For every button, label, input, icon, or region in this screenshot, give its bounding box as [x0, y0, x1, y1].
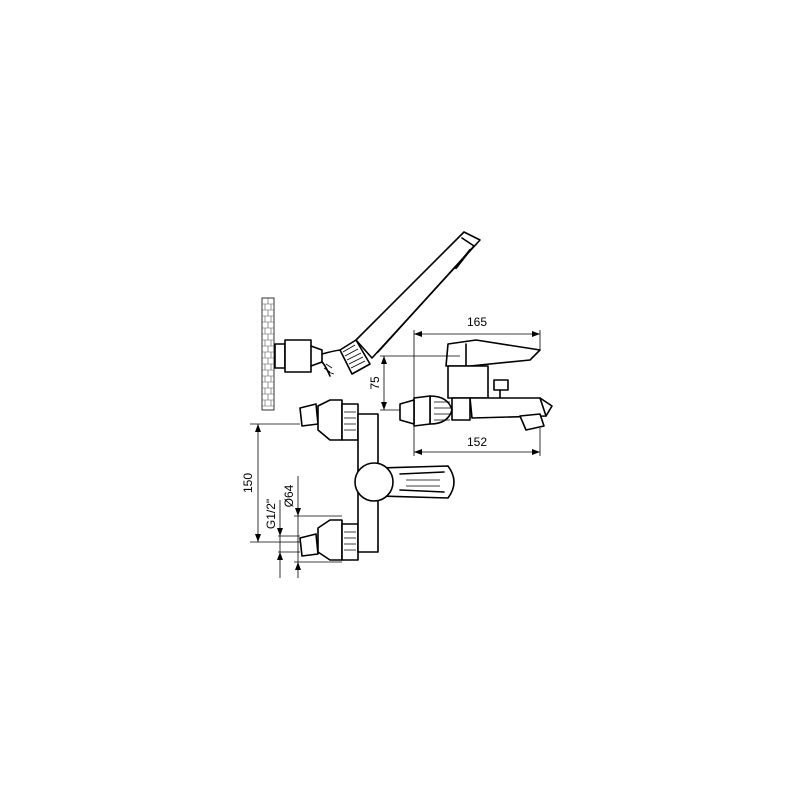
wall-hatch — [261, 297, 275, 411]
dim-150-label: 150 — [241, 473, 255, 493]
wall-bracket — [274, 339, 323, 373]
shower-hose — [321, 349, 343, 377]
dim-165: 165 — [413, 315, 541, 400]
mixer-side-view — [399, 339, 553, 431]
dim-75-label: 75 — [368, 376, 382, 390]
dim-thread-label: G1/2" — [264, 499, 278, 529]
hand-shower-head — [339, 231, 481, 375]
dim-152-label: 152 — [467, 435, 487, 449]
dim-flange-label: Ø64 — [282, 484, 296, 507]
dim-165-label: 165 — [467, 315, 487, 329]
dim-150: 150 — [241, 423, 300, 543]
dim-thread: G1/2" — [264, 499, 300, 578]
dim-152: 152 — [413, 424, 541, 456]
dim-flange: Ø64 — [282, 476, 342, 578]
mixer-front-view — [299, 399, 455, 561]
dim-75: 75 — [368, 355, 460, 411]
